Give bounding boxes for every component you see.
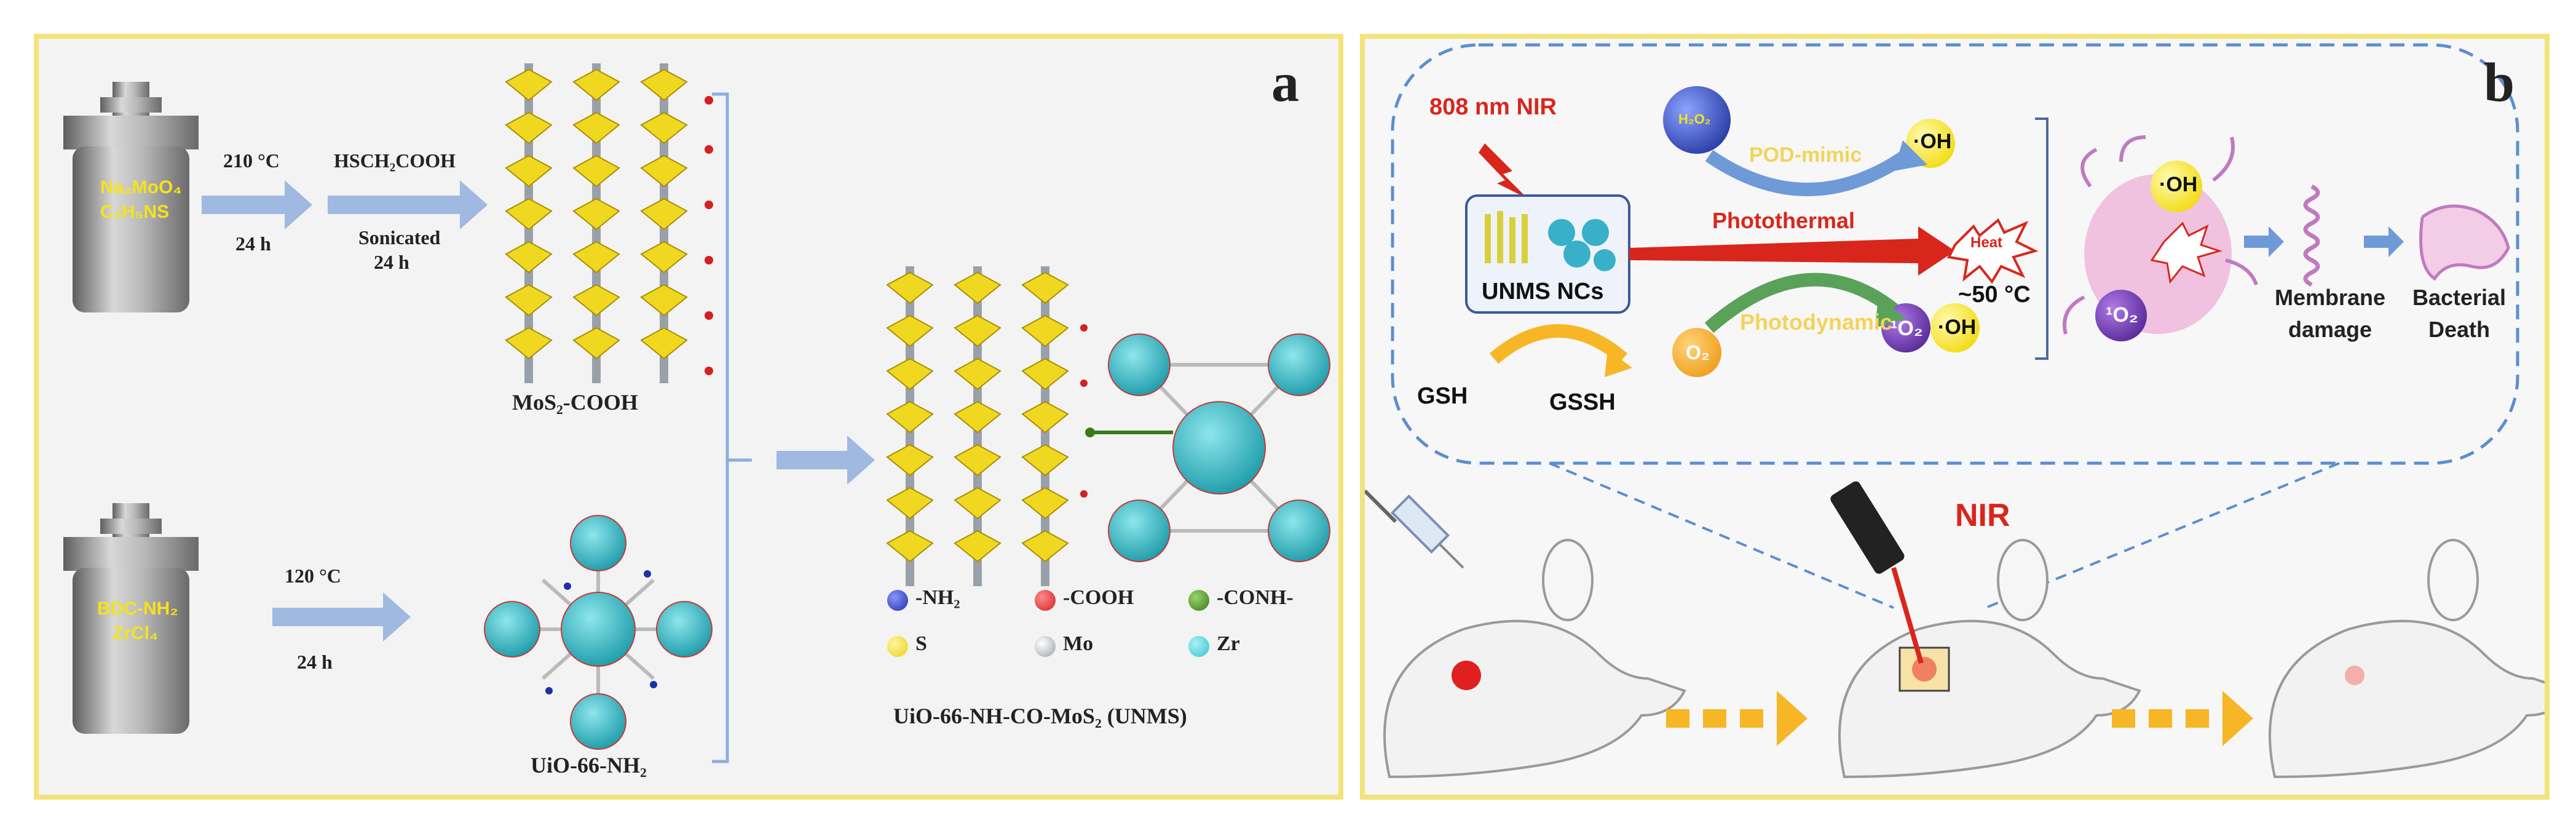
- bacterial-death-icon: [2419, 204, 2510, 281]
- hydroxyl-radical-3: [2151, 161, 2202, 212]
- mouse-treated: [1838, 539, 2141, 779]
- vessel-2-reagent-2: ZrCl₄: [113, 623, 159, 643]
- autoclave-vessel-2: [63, 503, 199, 734]
- final-product-label: UiO-66-NH-CO-MoS₂ (UNMS): [893, 704, 1187, 728]
- nir-label: NIR: [1955, 498, 2010, 533]
- product-uio-66-nh2-label: UiO-66-NH₂: [531, 753, 647, 777]
- atom-legend: -NH₂ -COOH -CONH- S Mo Zr: [887, 586, 1330, 672]
- heat-burst-icon: [1947, 218, 2039, 284]
- photodynamic-label: Photodynamic: [1740, 309, 1893, 335]
- step-3-time: 24 h: [297, 651, 333, 673]
- singlet-oxygen-2: [2095, 290, 2147, 341]
- vessel-1-reagent-1: Na₂MoO₄: [100, 177, 182, 197]
- heat-label: Heat: [1970, 234, 2003, 251]
- unms-composite-structure: [887, 266, 1330, 587]
- panel-b: b 808 nm NIR H₂O₂ ·OH POD-mimic Photothe…: [1360, 34, 2550, 800]
- hydroxyl-label-2: ·OH: [1938, 316, 1977, 339]
- panel-b-graphics: [1365, 43, 2545, 779]
- temperature-label: ~50 °C: [1958, 282, 2031, 308]
- uio-66-nh2-structure: [484, 515, 713, 750]
- mechanism-callout: [1391, 43, 2519, 465]
- o2-molecule: [1672, 328, 1721, 377]
- step-1-time: 24 h: [235, 233, 271, 255]
- step-2-time: 24 h: [374, 251, 409, 273]
- membrane-damage-icon: [2303, 184, 2320, 287]
- singlet-oxygen-label-2: ¹O₂: [2106, 303, 2138, 327]
- h2o2-molecule: [1663, 86, 1731, 154]
- lightning-icon: [1479, 143, 1528, 199]
- mos2-cooh-structure: [505, 63, 713, 384]
- h2o2-label: H₂O₂: [1678, 111, 1711, 127]
- step-1-temperature: 210 °C: [223, 149, 280, 172]
- step-2-sonicated: Sonicated: [358, 226, 441, 249]
- o2-label: O₂: [1686, 341, 1710, 364]
- unms-ncs-label: UNMS NCs: [1482, 279, 1604, 304]
- step-3-temperature: 120 °C: [285, 565, 341, 587]
- pod-arrow: [1705, 149, 1910, 196]
- panel-a-graphics: [63, 63, 1330, 763]
- vessel-2-reagent-1: BDC-NH₂: [97, 598, 178, 619]
- panel-label-b: b: [2484, 52, 2515, 113]
- nir-laser-icon: [1830, 481, 1924, 664]
- syringe-icon: [1365, 489, 1464, 569]
- hydroxyl-label-1: ·OH: [1913, 130, 1952, 153]
- gsh-label: GSH: [1417, 383, 1468, 409]
- autoclave-vessel-1: [63, 82, 199, 312]
- merge-bracket: [712, 92, 729, 763]
- mouse-infected: [1383, 539, 1686, 779]
- mouse-healed: [2269, 539, 2545, 779]
- singlet-oxygen-label-1: ¹O₂: [1891, 317, 1923, 340]
- step-2-reagent: HSCH₂COOH: [334, 149, 456, 172]
- panel-a: a Na₂MoO₄ C₂H₅NS 210 °C 24 h HSCH₂COOH S…: [34, 34, 1343, 800]
- product-mos2-cooh-label: MoS₂-COOH: [512, 390, 638, 415]
- pod-mimic-label: POD-mimic: [1749, 143, 1862, 167]
- gsh-arrow: [1489, 324, 1628, 364]
- progression-arrows: [1666, 691, 2253, 746]
- photodynamic-arrow: [1704, 272, 1898, 333]
- process-arrows: [202, 180, 875, 642]
- photothermal-label: Photothermal: [1712, 208, 1855, 233]
- panel-label-a: a: [1271, 52, 1299, 113]
- gssh-label: GSSH: [1549, 389, 1616, 415]
- hydroxyl-label-3: ·OH: [2159, 173, 2198, 196]
- nir-808-label: 808 nm NIR: [1429, 94, 1557, 120]
- vessel-1-reagent-2: C₂H₅NS: [100, 202, 170, 222]
- photothermal-arrow: [1629, 226, 1955, 276]
- hydroxyl-radical-2: [1930, 303, 1980, 352]
